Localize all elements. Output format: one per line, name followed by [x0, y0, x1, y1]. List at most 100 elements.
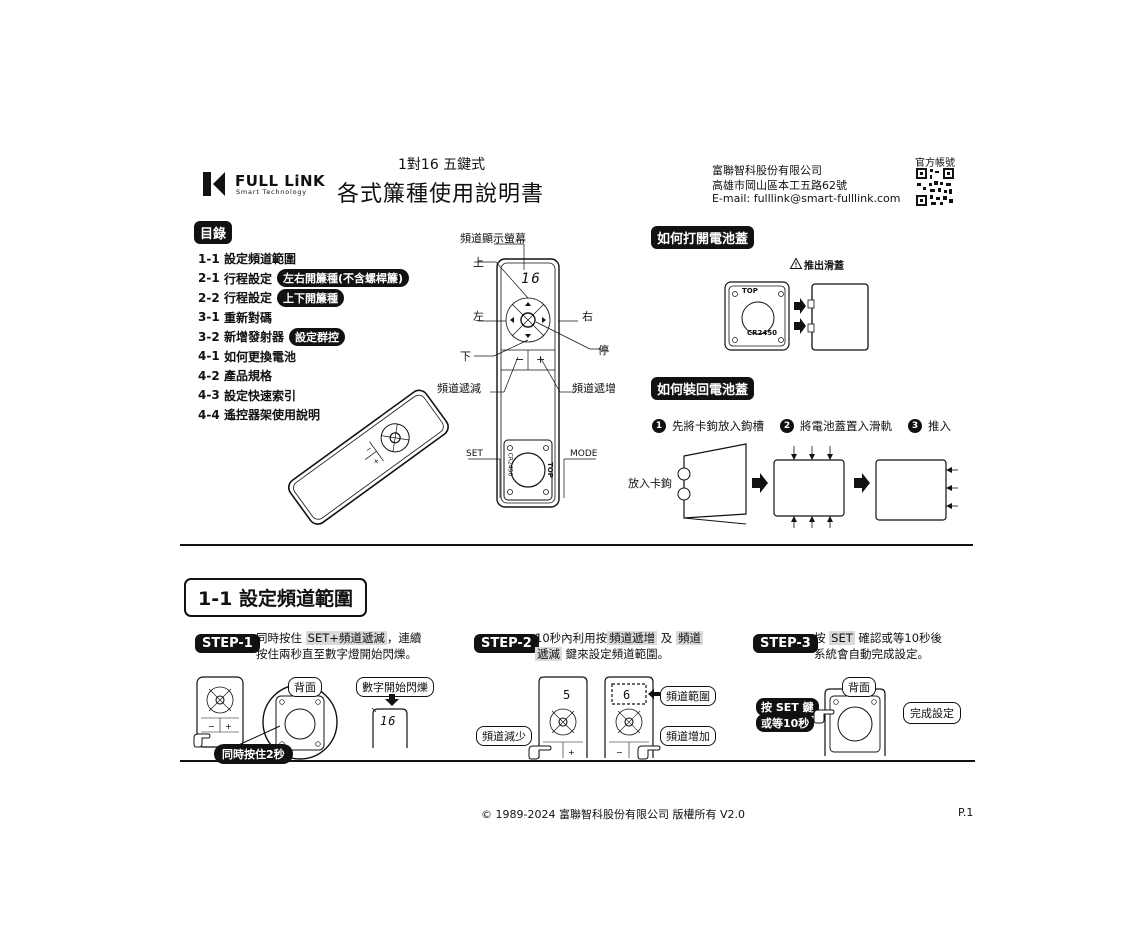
remote-display: 16 — [521, 271, 542, 287]
toc-item[interactable]: 3-2 新增發射器設定群控 — [198, 327, 409, 347]
section-title: 1-1 設定頻道範圍 — [184, 578, 367, 617]
step2-text-a: 10秒內利用按 — [535, 631, 608, 645]
step2-display-left: 5 — [563, 688, 571, 702]
step1-back-label: 背面 — [288, 677, 322, 697]
step2-remote-right-icon: − — [604, 676, 654, 758]
remote-minus-key[interactable]: − — [515, 353, 525, 366]
range-arrow-icon — [648, 689, 660, 699]
label-set: SET — [466, 449, 483, 459]
hand-press-icon — [193, 733, 211, 748]
battery-close-title: 如何裝回電池蓋 — [651, 377, 755, 400]
step1-blink-label: 數字開始閃爍 — [356, 677, 434, 697]
toc-item-tag: 上下開簾種 — [277, 288, 345, 307]
svg-text:+: + — [568, 748, 575, 757]
toc-item[interactable]: 4-1 如何更換電池 — [198, 347, 409, 367]
step3-back-label: 背面 — [842, 677, 876, 697]
toc-item-label: 行程設定 — [224, 271, 273, 286]
warning-slide-label: 推出滑蓋 — [804, 261, 844, 272]
qr-code-icon[interactable] — [916, 168, 954, 206]
step1-badge: STEP-1 — [195, 634, 260, 653]
footer-copyright: © 1989-2024 富聯智科股份有限公司 版權所有 V2.0 — [481, 808, 745, 821]
section-divider — [180, 544, 973, 546]
remote-plus-key[interactable]: + — [536, 353, 546, 366]
toc-item-label: 設定快速索引 — [224, 388, 297, 403]
logo-mark-icon — [203, 172, 225, 196]
step3-press-label: 按 SET 鍵 — [756, 698, 819, 716]
step1-text: 同時按住 SET+頻道遞減，連續 按住兩秒直至數字燈開始閃爍。 — [256, 630, 421, 662]
toc-item-tag: 設定群控 — [289, 327, 346, 346]
label-mode: MODE — [570, 449, 598, 459]
step2-badge: STEP-2 — [474, 634, 539, 653]
hand-press-plus-icon — [637, 745, 661, 760]
step2-remote-left-icon: + — [538, 676, 588, 758]
step1-text-line2: 按住兩秒直至數字燈開始閃爍。 — [256, 647, 417, 661]
toc-item-num: 4-2 — [198, 368, 220, 383]
step-3-number-icon: 3 — [908, 419, 922, 433]
hook-label: 放入卡鉤 — [628, 477, 672, 490]
battery-close-steps: 1 先將卡鉤放入鉤槽 2 將電池蓋置入滑軌 3 推入 — [652, 418, 951, 434]
toc-item[interactable]: 1-1 設定頻道範圍 — [198, 249, 409, 269]
company-email: E-mail: fulllink@smart-fulllink.com — [712, 192, 901, 205]
label-down: 下 — [460, 350, 471, 363]
company-name: 富聯智科股份有限公司 — [712, 164, 822, 177]
toc-item[interactable]: 4-3 設定快速索引 — [198, 386, 409, 406]
toc-item-num: 3-2 — [198, 329, 220, 344]
toc-item[interactable]: 2-1 行程設定左右開簾種(不含螺桿簾) — [198, 269, 410, 289]
toc-item-num: 2-1 — [198, 271, 220, 286]
toc-item-label: 如何更換電池 — [224, 349, 297, 364]
label-left: 左 — [473, 310, 484, 323]
hand-press-minus-icon — [528, 745, 552, 760]
label-channel-minus: 頻道遞減 — [437, 382, 481, 395]
remote-perspective-icon: − + — [287, 389, 449, 525]
svg-text:−: − — [208, 722, 215, 731]
step3-text-b: 確認或等10秒後 — [858, 631, 943, 645]
svg-text:−: − — [364, 444, 374, 454]
step1-display: 16 — [380, 714, 397, 728]
svg-text:+: + — [225, 722, 232, 731]
step2-dec-label: 頻道減少 — [476, 726, 532, 746]
label-up: 上 — [473, 256, 484, 269]
step2-highlight-3: 遞減 — [535, 647, 562, 661]
step1-hold-label: 同時按住2秒 — [214, 744, 293, 764]
toc-item-label: 新增發射器 — [224, 330, 285, 345]
step-2-text: 將電池蓋置入滑軌 — [800, 419, 892, 433]
toc-item-tag: 左右開簾種(不含螺桿簾) — [277, 269, 410, 288]
footer-page-number: P.1 — [958, 806, 974, 819]
step3-badge: STEP-3 — [753, 634, 818, 653]
step1-highlight: SET+頻道遞減 — [305, 631, 387, 645]
step1-text-b: ，連續 — [386, 631, 422, 645]
blink-arrow-icon — [385, 694, 399, 706]
toc-item-num: 3-1 — [198, 310, 220, 325]
svg-text:−: − — [616, 748, 623, 757]
toc-item-num: 4-3 — [198, 388, 220, 403]
toc-item-label: 行程設定 — [224, 291, 273, 306]
toc-item-label: 設定頻道範圍 — [224, 252, 297, 267]
logo-tagline: Smart Technology — [236, 188, 307, 196]
battery-top-label: TOP — [742, 287, 758, 295]
doc-title: 各式簾種使用說明書 — [337, 182, 545, 207]
remote-leader-lines — [468, 243, 608, 498]
step-1-text: 先將卡鉤放入鉤槽 — [672, 419, 764, 433]
step-2-number-icon: 2 — [780, 419, 794, 433]
step1-display-remote-icon — [371, 707, 408, 748]
step3-text-a: 按 — [814, 631, 826, 645]
step-1-number-icon: 1 — [652, 419, 666, 433]
step3-text: 按 SET 確認或等10秒後 系統會自動完成設定。 — [814, 630, 942, 662]
warning-icon — [789, 257, 803, 269]
step2-inc-label: 頻道增加 — [660, 726, 716, 746]
toc-item[interactable]: 4-2 產品規格 — [198, 366, 409, 386]
toc-item-num: 4-4 — [198, 407, 220, 422]
battery-open-title: 如何打開電池蓋 — [651, 226, 755, 249]
step2-range-label: 頻道範圍 — [660, 686, 716, 706]
step3-highlight: SET — [829, 631, 855, 645]
toc-item-num: 1-1 — [198, 251, 220, 266]
toc-item-num: 4-1 — [198, 349, 220, 364]
step2-display-right: 6 — [623, 688, 631, 702]
toc-item-label: 產品規格 — [224, 369, 273, 384]
step-3-text: 推入 — [928, 419, 951, 433]
remote-front-icon — [496, 258, 560, 508]
battery-cr2450-label: CR2450 — [747, 329, 778, 337]
